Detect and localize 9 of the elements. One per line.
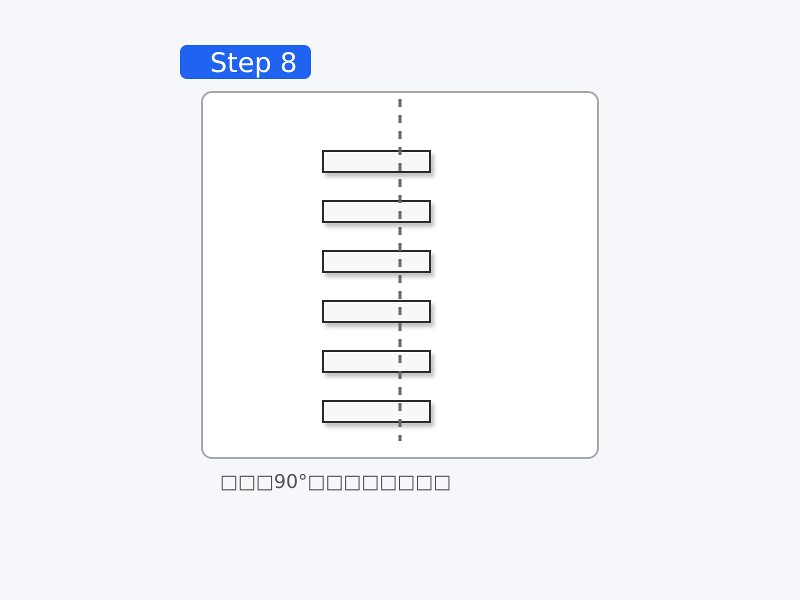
rectangle-bar [322, 250, 431, 273]
rectangle-bar [322, 300, 431, 323]
rectangle-bar [322, 350, 431, 373]
step-badge: Step 8 [180, 45, 311, 79]
panel-frame [201, 91, 599, 459]
rectangle-bar [322, 400, 431, 423]
rectangle-bar [322, 150, 431, 173]
caption: □□□90°□□□□□□□□ [220, 471, 452, 493]
rectangle-bar [322, 200, 431, 223]
